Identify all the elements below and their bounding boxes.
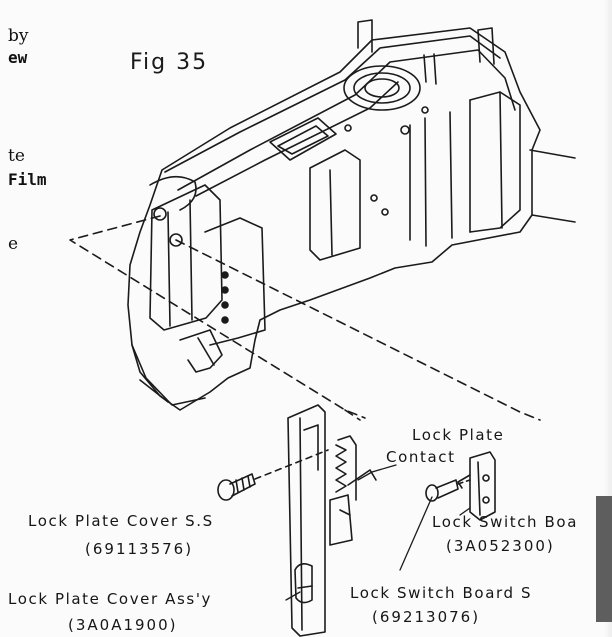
- text-fragment: e: [8, 234, 19, 254]
- lock-plate-cover-assy-label: Lock Plate Cover Ass'y: [8, 590, 213, 608]
- lock-plate-cover-assy-part-number: (3A0A1900): [68, 616, 178, 634]
- text-fragment: ew: [8, 48, 28, 67]
- text-fragment: by: [8, 26, 29, 46]
- lock-switch-board-ss-label: Lock Switch Board S: [350, 584, 533, 602]
- lock-plate-cover-ss-label: Lock Plate Cover S.S: [28, 512, 214, 530]
- lock-switch-board-ss-part-number: (69213076): [372, 608, 481, 626]
- figure-title: Fig 35: [130, 50, 209, 75]
- lock-plate-label: Lock Plate: [412, 426, 505, 444]
- lock-plate-cover-ss-part-number: (69113576): [85, 540, 194, 558]
- callout-leaders: [285, 464, 471, 601]
- page-edge-shadow: [604, 0, 612, 637]
- lock-switch-board-screw-part: [425, 479, 471, 502]
- camera-body-frame: [127, 19, 576, 411]
- lock-plate-cover-screw-part: [217, 449, 329, 501]
- scan-edge-bar: [596, 496, 612, 622]
- lock-switch-board-part-number: (3A052300): [446, 537, 555, 555]
- contact-label: Contact: [386, 448, 456, 466]
- text-fragment: te: [8, 146, 25, 166]
- text-fragment: Film: [8, 170, 47, 189]
- lock-switch-board-label: Lock Switch Boa: [432, 513, 578, 531]
- lock-plate-cover-assy-part: [287, 404, 377, 637]
- lock-switch-board-part: [457, 451, 496, 521]
- assembly-leader-line: [69, 215, 541, 421]
